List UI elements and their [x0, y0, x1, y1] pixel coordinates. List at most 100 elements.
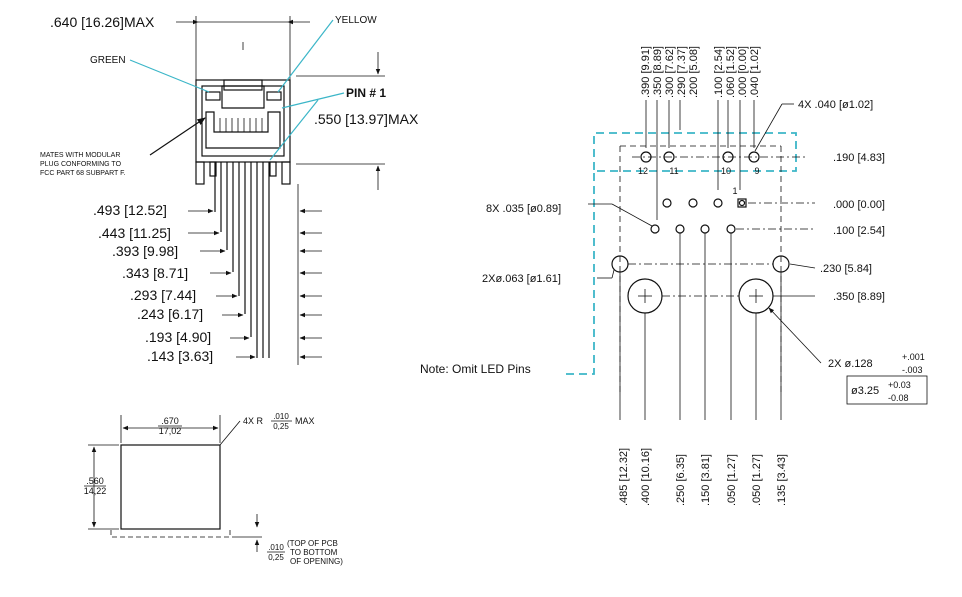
- bottom-dim-7: .135 [3.43]: [776, 454, 788, 506]
- gap-note-2: TO BOTTOM: [290, 548, 338, 557]
- mount-tab-right: [281, 161, 291, 185]
- peg-tol-minus: -.003: [902, 365, 923, 375]
- pin-dim-8: .143 [3.63]: [147, 348, 213, 364]
- bottom-dim-2: .400 [10.16]: [640, 448, 652, 506]
- led-hole-label: 4X .040 [ø1.02]: [798, 99, 873, 111]
- peg-metric: ø3.25: [851, 385, 879, 397]
- latch-slot: [221, 85, 265, 109]
- mates-note-line2: PLUG CONFORMING TO: [40, 161, 122, 168]
- pin-dim-1: .493 [12.52]: [93, 202, 167, 218]
- gap-note-3: OF OPENING): [290, 557, 343, 566]
- pin-dim-4: .343 [8.71]: [122, 265, 188, 281]
- yellow-leader: [277, 19, 334, 93]
- connector-front-view: .640 [16.26]MAX GREEN: [40, 14, 419, 365]
- yellow-led-window: [266, 91, 282, 101]
- pin-dim-2: .443 [11.25]: [98, 225, 171, 241]
- plug-opening: [205, 111, 281, 149]
- bottom-dim-5: .050 [1.27]: [726, 454, 738, 506]
- mount-tab-left: [195, 161, 205, 185]
- signal-pins-row1: [662, 198, 747, 208]
- radius-leader: [219, 420, 241, 446]
- pin1-label: PIN # 1: [346, 86, 386, 100]
- peg-label: 2X ø.128: [828, 358, 873, 370]
- led-lead-left: [209, 161, 217, 177]
- signal-pins-row2: [650, 224, 736, 234]
- right-dim-5: .350 [8.89]: [833, 291, 885, 303]
- pcb-footprint-view: Note: Omit LED Pins .390 [9.91] .350 [8.…: [420, 46, 928, 506]
- led-lead-right: [269, 161, 277, 177]
- top-dim-1: .390 [9.91]: [640, 46, 652, 98]
- cutout-height-top: .560: [86, 476, 104, 486]
- peg-metric-plus: +0.03: [888, 380, 911, 390]
- top-dim-7: .060 [1.52]: [725, 46, 737, 98]
- led-omit-box: [566, 132, 797, 375]
- mount-hole-leader-b: [611, 269, 615, 279]
- radius-top: .010: [273, 412, 289, 421]
- bottom-dim-3: .250 [6.35]: [675, 454, 687, 506]
- radius-suffix: MAX: [295, 416, 315, 426]
- top-dim-5: .200 [5.08]: [688, 46, 700, 98]
- green-led-window: [205, 91, 221, 101]
- top-ext-lines: [645, 100, 755, 220]
- led-hole-leader: [754, 103, 783, 152]
- pin-hole-leader-b: [611, 203, 653, 227]
- bottom-dim-4: .150 [3.81]: [700, 454, 712, 506]
- right-dim-4: .230 [5.84]: [820, 263, 872, 275]
- top-dim-8: .000 [0.00]: [737, 46, 749, 98]
- top-dim-4: .290 [7.37]: [676, 46, 688, 98]
- right-dim-2: .000 [0.00]: [833, 199, 885, 211]
- body-outline: [619, 145, 782, 395]
- panel-cutout-view: .670 17,02 .560 14,22 4X R .010 0,25 MAX…: [84, 412, 343, 566]
- led-num-12: 12: [638, 166, 648, 176]
- right-dim-3: .100 [2.54]: [833, 225, 885, 237]
- pin-dim-5: .293 [7.44]: [130, 287, 196, 303]
- cutout-height-bottom: 14,22: [84, 486, 107, 496]
- top-dim-3: .300 [7.62]: [664, 46, 676, 98]
- pin1-leader-2: [269, 99, 319, 161]
- led-num-11: 11: [669, 166, 678, 176]
- cutout-rect: [120, 444, 221, 530]
- green-label: GREEN: [90, 55, 126, 66]
- cutout-width-top: .670: [161, 416, 179, 426]
- right-dim-1: .190 [4.83]: [833, 152, 885, 164]
- mates-note-line3: FCC PART 68 SUBPART F.: [40, 170, 126, 177]
- radius-prefix: 4X R: [243, 416, 264, 426]
- mount-hole-label: 2Xø.063 [ø1.61]: [482, 273, 561, 285]
- height-dim-label: .550 [13.97]MAX: [314, 111, 419, 127]
- pin-dim-3: .393 [9.98]: [112, 243, 178, 259]
- latch-top: [223, 79, 263, 91]
- radius-bottom: 0,25: [273, 422, 289, 431]
- bottom-dim-6: .050 [1.27]: [751, 454, 763, 506]
- pcb-dashed: [110, 530, 231, 538]
- top-dim-2: .350 [8.89]: [652, 46, 664, 98]
- peg-metric-box: [846, 375, 928, 405]
- pin1-leader: [281, 92, 345, 109]
- mates-note-arrow: [149, 117, 206, 156]
- pin-dim-6: .243 [6.17]: [137, 306, 203, 322]
- yellow-label: YELLOW: [335, 15, 377, 26]
- mates-note-line1: MATES WITH MODULAR: [40, 152, 120, 159]
- cutout-width-bottom: 17,02: [159, 426, 182, 436]
- pin-hole-label: 8X .035 [ø0.89]: [486, 203, 561, 215]
- gap-note-1: (TOP OF PCB: [287, 539, 338, 548]
- top-dim-9: .040 [1.02]: [749, 46, 761, 98]
- pin-dim-7: .193 [4.90]: [145, 329, 211, 345]
- peg-leader: [768, 307, 822, 364]
- contact-fingers: [219, 118, 263, 132]
- pin1-square-pad: [737, 198, 747, 208]
- bottom-ext-lines: [619, 233, 782, 420]
- peg-metric-minus: -0.08: [888, 393, 909, 403]
- led-num-10: 10: [721, 166, 731, 176]
- pin1-number: 1: [732, 186, 737, 196]
- width-dim-label: .640 [16.26]MAX: [50, 14, 155, 30]
- peg-tol-plus: +.001: [902, 352, 925, 362]
- green-leader: [129, 59, 210, 93]
- pin-leads: [214, 162, 270, 358]
- bottom-dim-1: .485 [12.32]: [618, 448, 630, 506]
- right-side-arrows: [299, 208, 322, 360]
- mount-right-leader: [789, 263, 816, 269]
- led-num-9: 9: [754, 166, 759, 176]
- gap-bottom: 0,25: [268, 553, 284, 562]
- top-dim-6: .100 [2.54]: [713, 46, 725, 98]
